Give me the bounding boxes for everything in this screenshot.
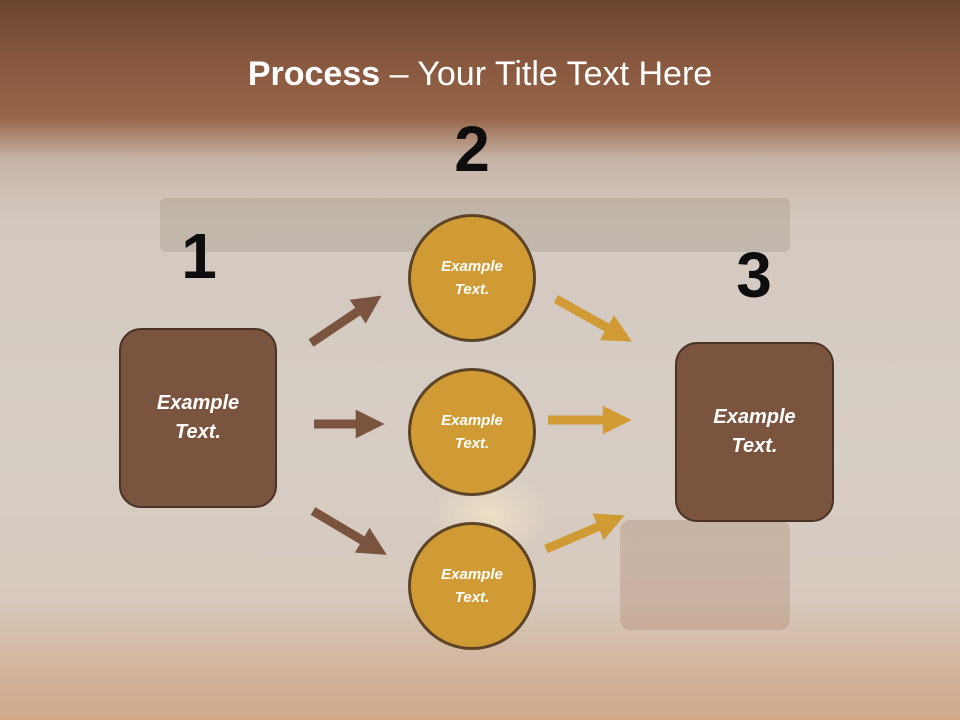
arrow-top-to-right [553,295,633,342]
title-bold: Process [247,55,381,93]
step-number-1: 1 [181,220,217,292]
step-number-2: 2 [454,113,490,185]
title-rest: – Your Title Text Here [380,55,713,93]
arrow-left-to-top [308,295,382,347]
arrow-left-to-bottom [310,507,387,555]
slide-title: Process – Your Title Text Here [0,52,960,96]
step-number-3: 3 [736,239,772,311]
arrow-bottom-to-right [544,513,625,554]
